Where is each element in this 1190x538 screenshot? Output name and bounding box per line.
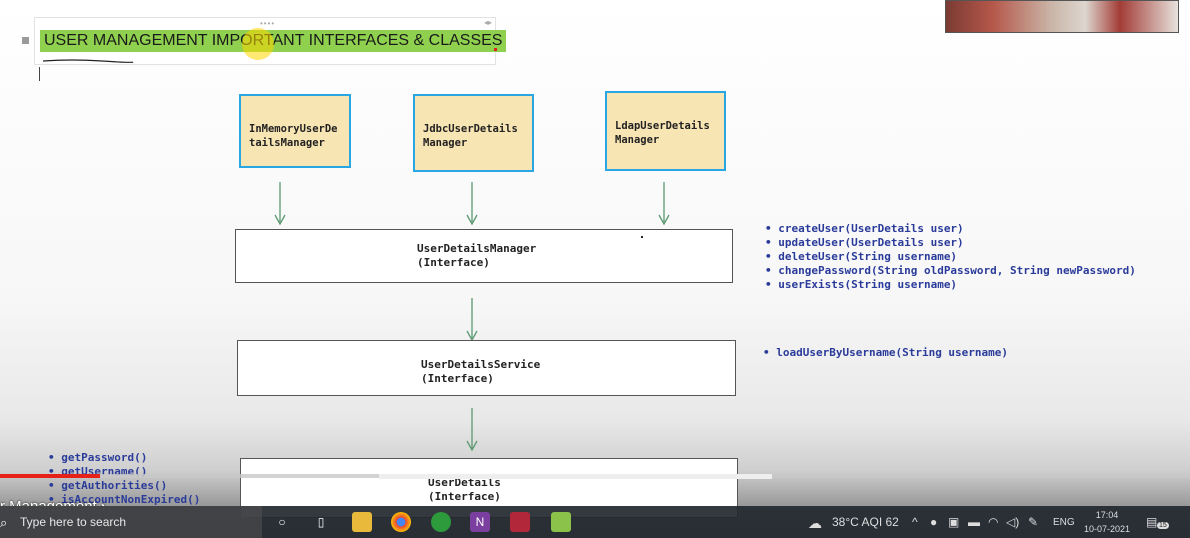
user-details-service-box: UserDetailsService (Interface) [237,340,736,396]
arrow-down-icon [466,408,478,452]
android-icon[interactable] [551,512,571,532]
drag-grip-icon[interactable]: •••• [260,19,276,28]
method-item: • deleteUser(String username) [765,250,958,263]
chapter-hover-segment [379,474,772,479]
interface-name: UserDetailsService [421,358,541,371]
notification-count: 15 [1157,522,1169,529]
mic-icon[interactable]: ● [930,515,938,529]
webcam-overlay [945,0,1179,33]
handwritten-underline [42,59,134,63]
impl-box-inmemory: InMemoryUserDetailsManager [239,94,351,168]
chevron-up-icon[interactable]: ^ [912,515,918,529]
impl-box-ldap: LdapUserDetailsManager [605,91,726,171]
interface-kind: (Interface) [428,490,501,503]
user-details-manager-box: UserDetailsManager (Interface) [235,229,733,283]
impl-label: LdapUserDetailsManager [615,120,710,146]
method-item: • loadUserByUsername(String username) [763,346,1009,359]
interface-kind: (Interface) [421,372,494,385]
network-icon[interactable]: ◠ [988,515,999,529]
interface-kind: (Interface) [417,256,490,269]
taskbar-search-box[interactable]: ⌕ Type here to search [0,506,262,538]
cursor-highlight [242,28,274,60]
arrow-down-icon [466,182,478,226]
notifications-icon[interactable]: ▤ [1146,515,1158,529]
stray-dot [641,236,643,238]
windows-taskbar: ⌕ Type here to search ○ ▯ N ☁ 38°C AQI 6… [0,506,1190,538]
method-item: • updateUser(UserDetails user) [765,236,964,249]
arrow-down-icon [658,182,670,226]
weather-icon[interactable]: ☁ [808,515,822,531]
clock-time: 17:04 [1095,510,1119,520]
pen-dot [494,48,497,51]
arrow-down-icon [466,298,478,342]
clock-date: 10-07-2021 [1084,524,1131,534]
impl-label: InMemoryUserDetailsManager [249,123,338,149]
arrow-down-icon [274,182,286,226]
language-indicator[interactable]: ENG [1053,517,1075,528]
search-icon: ⌕ [0,515,8,530]
video-progress-played [0,474,100,478]
clock[interactable]: 17:04 10-07-2021 [1084,508,1130,536]
text-caret [39,67,40,81]
service-methods-list: • loadUserByUsername(String username) [763,346,1008,360]
file-explorer-icon[interactable] [352,512,372,532]
presenter-icon[interactable] [510,512,530,532]
method-item: • userExists(String username) [765,278,958,291]
manager-methods-list: • createUser(UserDetails user) • updateU… [765,222,1136,292]
resize-handle-icon[interactable]: ◂▸ [483,18,492,27]
weather-text[interactable]: 38°C AQI 62 [832,515,899,529]
battery-icon[interactable]: ▬ [968,515,980,529]
cortana-icon[interactable]: ○ [278,515,286,529]
search-placeholder: Type here to search [20,515,127,529]
method-item: • isAccountNonExpired() [48,493,201,506]
chrome-icon[interactable] [391,512,411,532]
method-item: • createUser(UserDetails user) [765,222,964,235]
camera-icon[interactable]: ▣ [948,515,960,529]
method-item: • getAuthorities() [48,479,168,492]
app-green-icon[interactable] [431,512,451,532]
system-tray: ☁ 38°C AQI 62 ^ ● ▣ ▬ ◠ ◁) ✎ ENG 17:04 1… [808,506,1190,538]
paragraph-handle-icon[interactable] [22,37,29,44]
impl-box-jdbc: JdbcUserDetailsManager [413,94,534,172]
impl-label: JdbcUserDetailsManager [423,123,518,149]
onenote-icon[interactable]: N [470,512,490,532]
method-item: • changePassword(String oldPassword, Str… [765,264,1136,277]
interface-name: UserDetails [428,476,501,489]
volume-icon[interactable]: ◁) [1006,515,1020,529]
interface-name: UserDetailsManager [417,242,537,255]
pen-icon[interactable]: ✎ [1028,515,1039,529]
method-item: • getPassword() [48,451,148,464]
task-view-icon[interactable]: ▯ [317,515,325,529]
